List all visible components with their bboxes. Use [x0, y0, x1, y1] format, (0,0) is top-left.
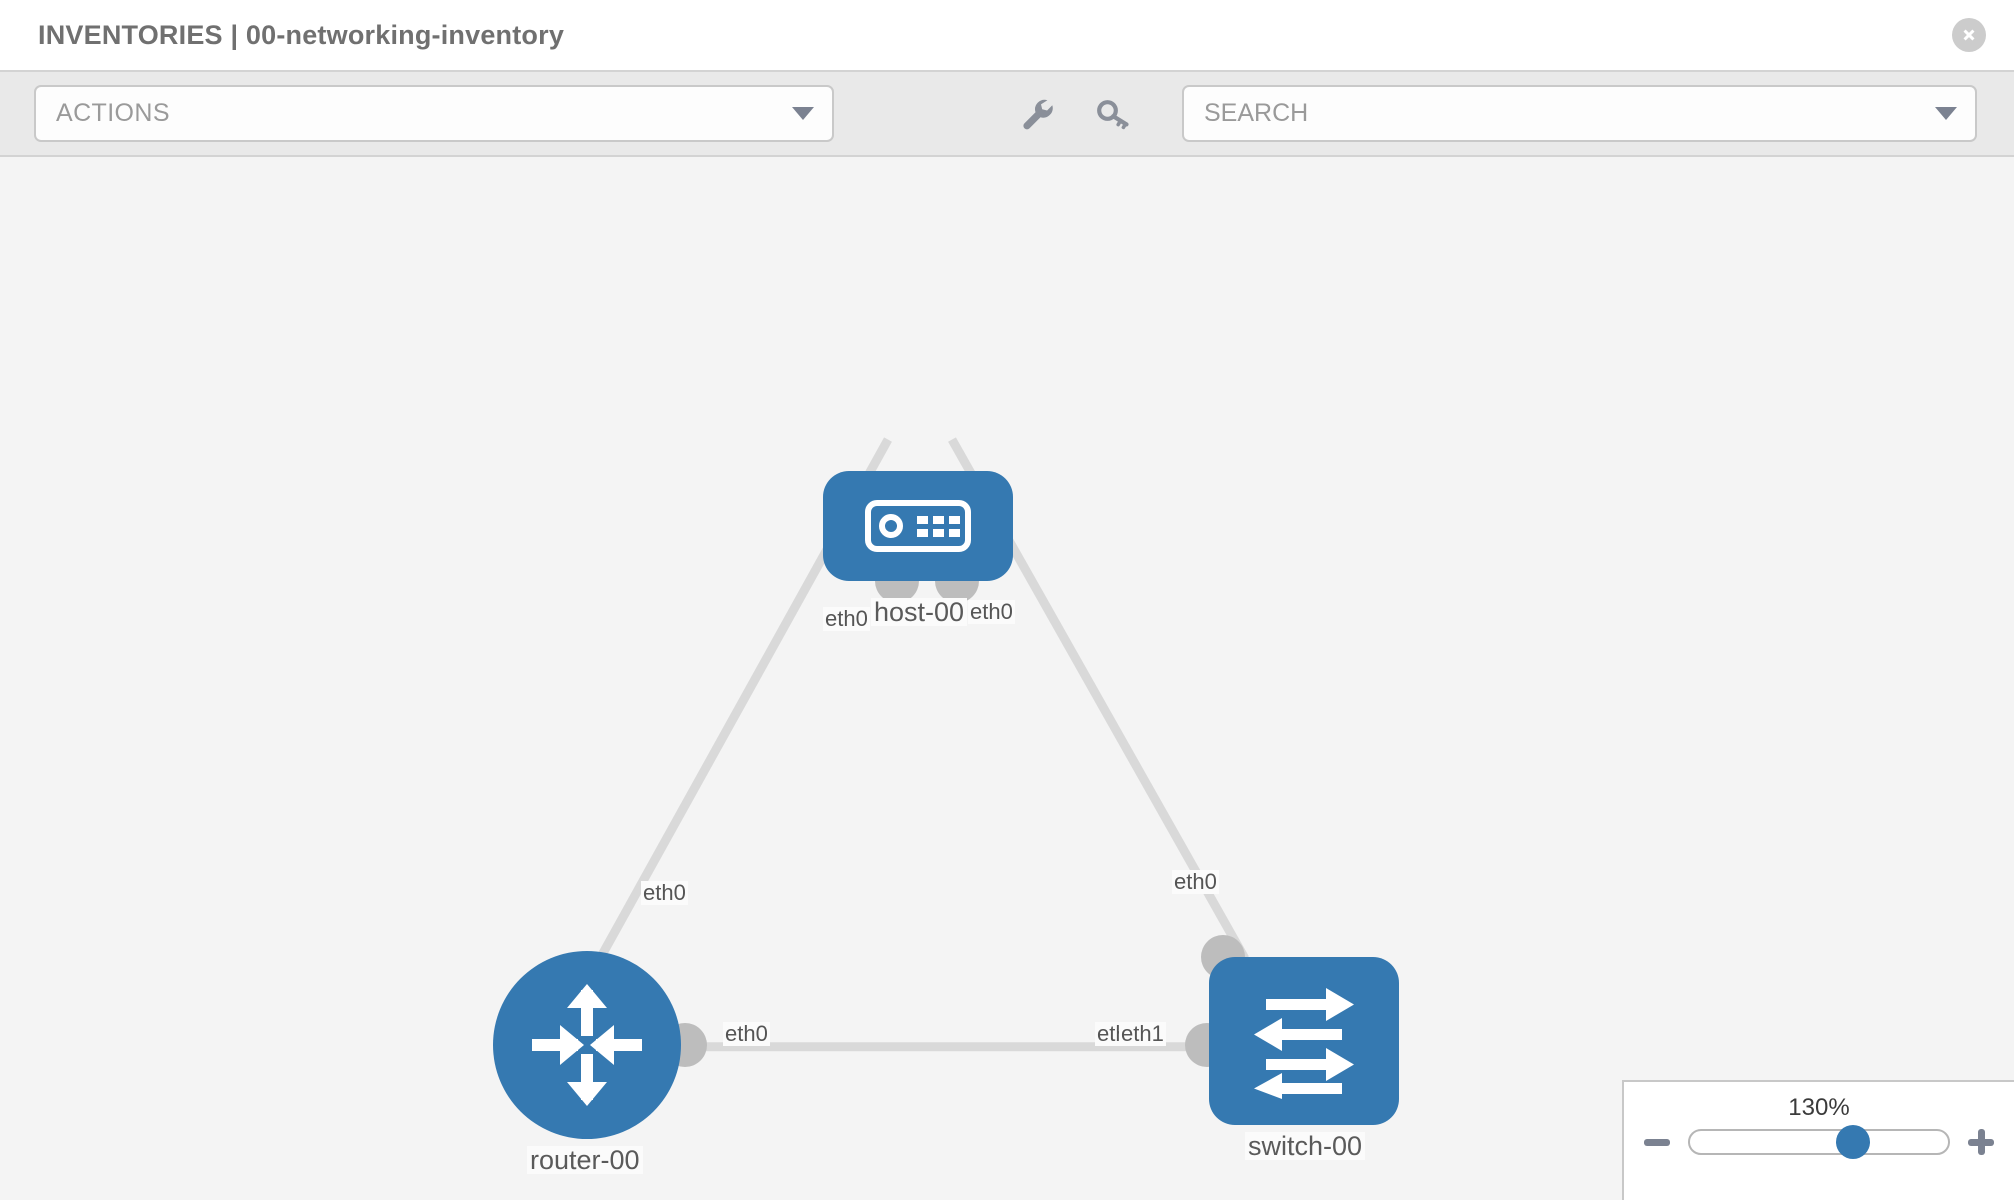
close-x-glyph: [1963, 29, 1975, 41]
switch-arrows-icon: [1254, 988, 1354, 1099]
topology-node-router-00[interactable]: router-00: [493, 951, 707, 1174]
key-glyph: [1097, 99, 1129, 129]
toolbar-icon-group: [1014, 91, 1136, 137]
router-node-shape: [493, 951, 681, 1139]
router-arrows-icon: [532, 984, 642, 1106]
edge-label-switch-up: eth0: [1172, 869, 1219, 895]
minus-icon[interactable]: [1644, 1138, 1670, 1146]
chevron-down-icon: [792, 107, 814, 120]
wrench-icon[interactable]: [1014, 91, 1060, 137]
actions-dropdown-label: ACTIONS: [56, 99, 170, 127]
plus-icon[interactable]: [1968, 1129, 1994, 1155]
topology-node-switch-00[interactable]: switch-00: [1185, 935, 1399, 1160]
edge-label-router-up: eth0: [641, 880, 688, 906]
chevron-down-icon[interactable]: [1935, 107, 1957, 120]
zoom-level-value: 130%: [1788, 1094, 1850, 1121]
host-node-shape: [823, 471, 1013, 581]
title-bar: INVENTORIES | 00-networking-inventory: [0, 0, 2014, 70]
zoom-control-panel: 130%: [1622, 1080, 2014, 1200]
key-icon[interactable]: [1090, 91, 1136, 137]
zoom-slider-row: [1644, 1125, 1994, 1159]
topology-links: [596, 437, 1249, 1052]
zoom-slider-track[interactable]: [1688, 1125, 1950, 1159]
actions-dropdown[interactable]: ACTIONS: [34, 85, 834, 142]
topology-node-host-00[interactable]: host-00: [823, 471, 1013, 626]
topology-canvas[interactable]: host-00 eth0 eth0: [0, 157, 2014, 1200]
close-icon[interactable]: [1952, 18, 1986, 52]
edge-label-switch-left-b: eth1: [1119, 1021, 1166, 1047]
router-node-label: router-00: [527, 1146, 643, 1174]
wrench-glyph: [1023, 99, 1053, 129]
zoom-slider-thumb[interactable]: [1835, 1125, 1870, 1159]
switch-node-label: switch-00: [1245, 1132, 1366, 1160]
host-node-label: host-00: [871, 598, 968, 626]
search-field[interactable]: [1182, 85, 1977, 142]
server-appliance-icon: [865, 500, 971, 552]
page-title: INVENTORIES | 00-networking-inventory: [38, 19, 565, 50]
toolbar: ACTIONS: [0, 70, 2014, 157]
topology-graph: host-00 eth0 eth0: [0, 157, 2014, 1200]
edge-label-router-right: eth0: [723, 1021, 770, 1047]
switch-node-shape: [1209, 957, 1399, 1125]
search-input[interactable]: [1204, 99, 1935, 128]
edge-label-host-left: eth0: [823, 606, 870, 632]
edge-label-host-right: eth0: [968, 599, 1015, 625]
